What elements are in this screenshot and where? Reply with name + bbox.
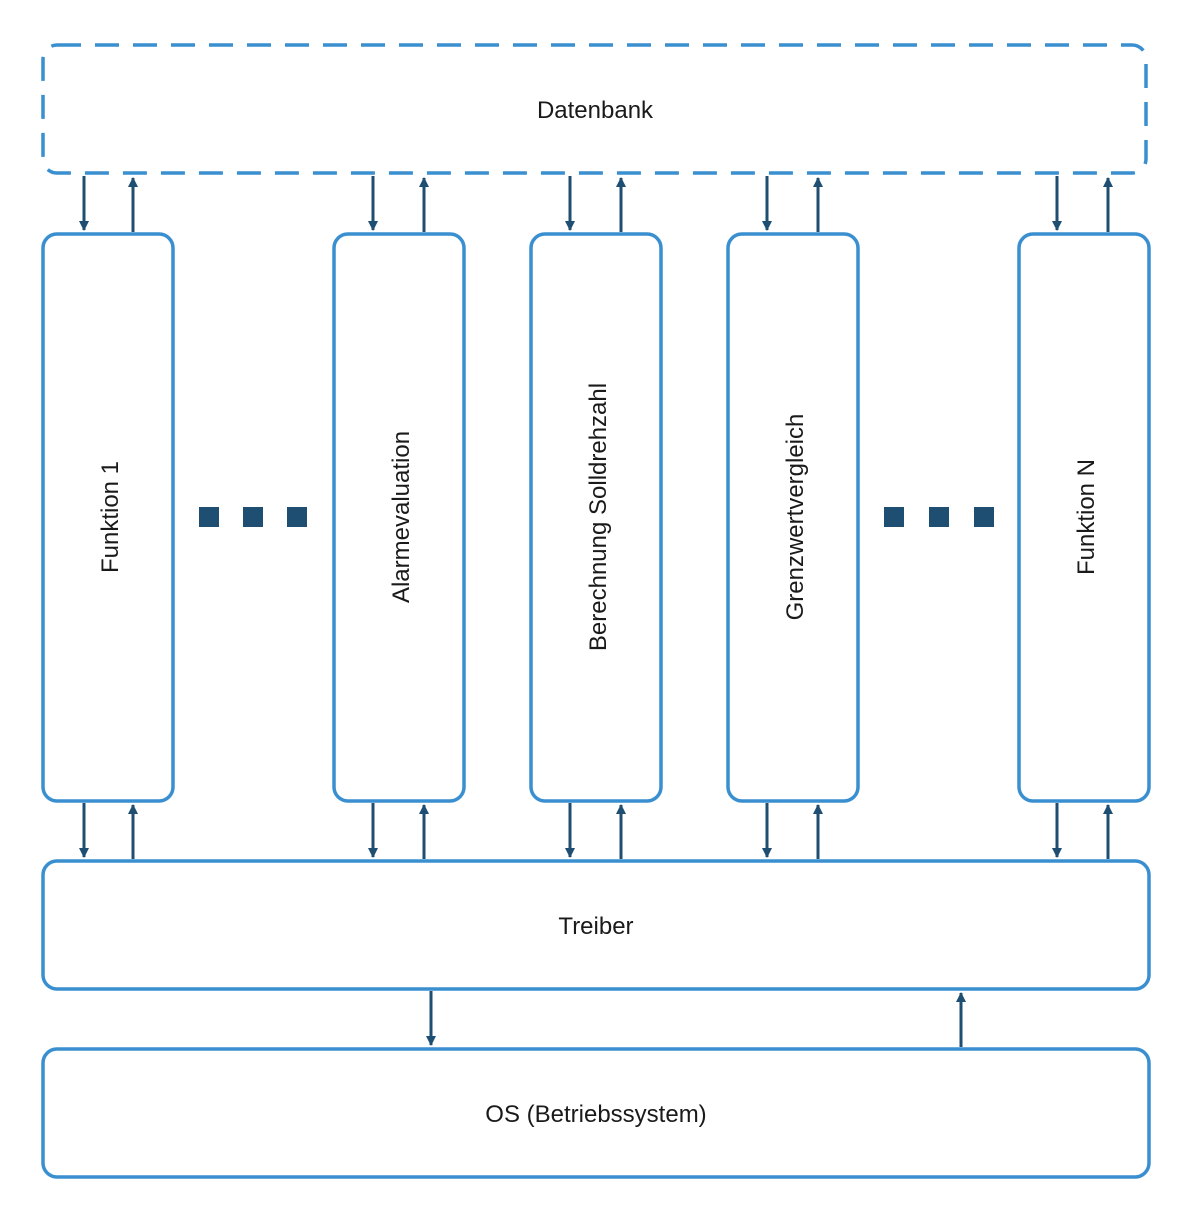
function-box-1: Funktion 1 <box>41 232 175 803</box>
ellipsis-dot <box>884 507 904 527</box>
ellipsis-left <box>199 507 307 527</box>
arrows-db-functions <box>79 176 1113 232</box>
ellipsis-dot <box>243 507 263 527</box>
function-box-4: Grenzwertvergleich <box>726 232 860 803</box>
os-box: OS (Betriebssystem) <box>41 1047 1151 1179</box>
function-label-5: Funktion N <box>1073 459 1100 575</box>
driver-label: Treiber <box>558 913 633 940</box>
arrows-driver-os <box>426 991 966 1047</box>
function-label-3: Berechnung Solldrehzahl <box>585 383 612 651</box>
function-label-4: Grenzwertvergleich <box>782 414 809 621</box>
os-label: OS (Betriebssystem) <box>485 1101 706 1128</box>
arrows-functions-driver <box>79 803 1113 859</box>
function-box-3: Berechnung Solldrehzahl <box>529 232 663 803</box>
function-box-5: Funktion N <box>1017 232 1151 803</box>
function-label-1: Funktion 1 <box>97 461 124 573</box>
function-label-2: Alarmevaluation <box>388 431 415 603</box>
ellipsis-dot <box>287 507 307 527</box>
database-label: Datenbank <box>537 97 654 124</box>
ellipsis-dot <box>199 507 219 527</box>
driver-box: Treiber <box>41 859 1151 991</box>
database-box: Datenbank <box>41 43 1148 175</box>
ellipsis-right <box>884 507 994 527</box>
function-box-2: Alarmevaluation <box>332 232 466 803</box>
ellipsis-dot <box>974 507 994 527</box>
ellipsis-dot <box>929 507 949 527</box>
